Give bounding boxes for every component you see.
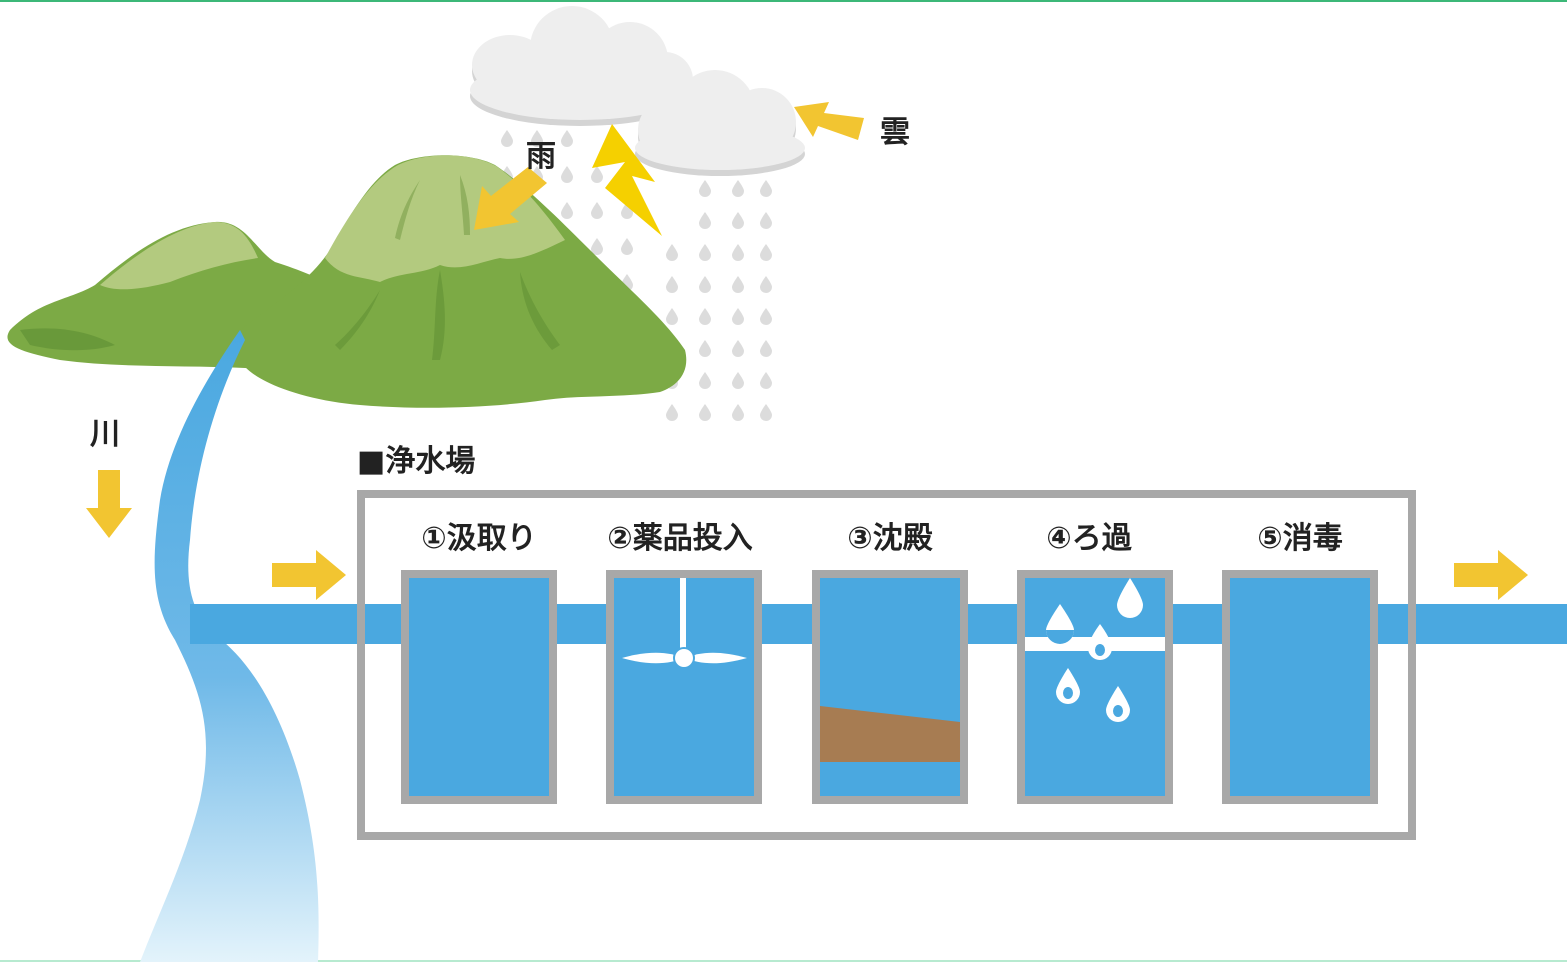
- water-pipe: [400, 604, 1567, 644]
- stage-label-filtration: ④ろ過: [1046, 521, 1132, 556]
- stage-label-chemical: ②薬品投入: [607, 521, 753, 556]
- rain-drop: [760, 308, 772, 325]
- arrow-river-icon: [86, 470, 132, 538]
- rain-drop: [621, 202, 633, 219]
- rain-drop: [699, 340, 711, 357]
- rain-drop: [561, 202, 573, 219]
- sediment-layer: [820, 706, 960, 762]
- rain-drop: [699, 308, 711, 325]
- treatment-plant-frame: [357, 490, 1416, 840]
- stage-label-intake: ①汲取り: [421, 521, 537, 556]
- arrow-outflow-icon: [1454, 550, 1528, 600]
- label-plant: ■浄水場: [357, 444, 476, 479]
- tank-sedimentation: [812, 570, 968, 804]
- rain-drop: [561, 166, 573, 183]
- rain-drop: [760, 212, 772, 229]
- rain-drop: [760, 244, 772, 261]
- tank-intake: [401, 570, 557, 804]
- tank-disinfection: [1222, 570, 1378, 804]
- tank-chemical: [606, 570, 762, 804]
- mixer-icon: [673, 647, 695, 669]
- rain-drop: [732, 244, 744, 261]
- rain-drop: [699, 180, 711, 197]
- tank-filtration: [1017, 570, 1173, 804]
- rain-drop: [666, 404, 678, 421]
- rain-drop: [732, 340, 744, 357]
- bottom-border-line: [0, 960, 1567, 962]
- arrow-inflow-icon: [272, 550, 346, 600]
- rain-drop: [760, 180, 772, 197]
- label-cloud: 雲: [880, 115, 910, 150]
- rain-drop: [666, 276, 678, 293]
- arrow-cloud-icon: [794, 102, 864, 140]
- arrow-rain-icon: [474, 167, 547, 230]
- rain-drop: [699, 372, 711, 389]
- rain-drop: [591, 166, 603, 183]
- rain-drop: [732, 212, 744, 229]
- stage-label-sedimentation: ③沈殿: [847, 521, 933, 556]
- water-drop-icon: [1117, 578, 1143, 618]
- rain-drop: [621, 238, 633, 255]
- top-border-line: [0, 0, 1567, 2]
- lightning-icon: [592, 124, 662, 236]
- rain-drop: [760, 276, 772, 293]
- label-river: 川: [90, 417, 120, 452]
- cloud-left: [470, 6, 693, 126]
- water-pipe-left: [190, 604, 430, 644]
- rain-drop: [732, 180, 744, 197]
- rain-drop: [732, 276, 744, 293]
- stage-label-disinfection: ⑤消毒: [1257, 521, 1343, 556]
- rain-drop: [699, 404, 711, 421]
- rain-drop: [699, 212, 711, 229]
- rain-drop: [699, 276, 711, 293]
- rain-drop: [561, 130, 573, 147]
- rain-drop: [732, 372, 744, 389]
- rain-drop: [666, 308, 678, 325]
- rain-drop: [760, 340, 772, 357]
- rain-drop: [732, 308, 744, 325]
- label-rain: 雨: [526, 139, 556, 174]
- river: [140, 330, 319, 962]
- rain-drop: [501, 130, 513, 147]
- rain-drop: [666, 244, 678, 261]
- rain-drop: [531, 130, 543, 147]
- cloud-right: [635, 70, 805, 176]
- rain-drop: [591, 238, 603, 255]
- rain-drop: [760, 372, 772, 389]
- mountain-right: [240, 155, 687, 408]
- rain-drop: [591, 202, 603, 219]
- rain-drop: [760, 404, 772, 421]
- rain-drop: [699, 244, 711, 261]
- rain-drop: [732, 404, 744, 421]
